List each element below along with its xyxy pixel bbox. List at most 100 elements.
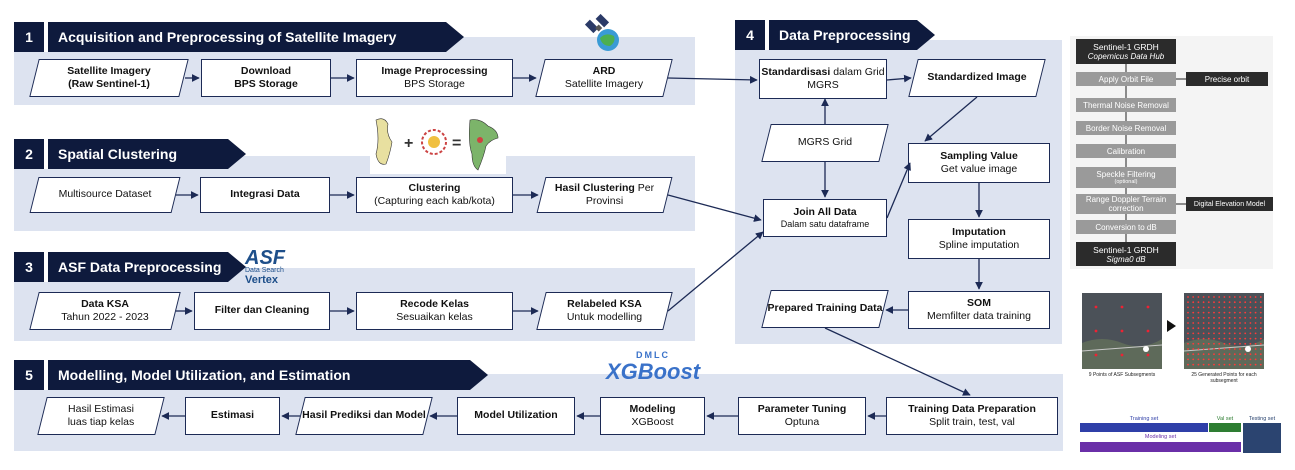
generated-point xyxy=(1249,332,1252,335)
generated-point xyxy=(1228,353,1231,356)
generated-point xyxy=(1218,322,1221,324)
generated-point xyxy=(1239,311,1241,314)
training-set-bar xyxy=(1080,423,1208,432)
node-image-preprocessing: Image Preprocessing BPS Storage xyxy=(356,59,513,97)
generated-point xyxy=(1207,296,1210,298)
gray-bottom-box: Sentinel-1 GRDH Sigma0 dB xyxy=(1076,242,1176,266)
generated-point xyxy=(1192,306,1195,309)
generated-point xyxy=(1213,342,1215,345)
generated-point xyxy=(1218,296,1221,298)
node-relabeled-ksa: Relabeled KSA Untuk modelling xyxy=(536,292,673,330)
generated-point xyxy=(1249,311,1252,314)
generated-point xyxy=(1197,358,1200,361)
generated-point xyxy=(1197,301,1200,304)
generated-point xyxy=(1197,306,1200,309)
generated-point xyxy=(1192,332,1195,335)
generated-point xyxy=(1239,327,1241,330)
generated-point xyxy=(1202,337,1205,340)
generated-point xyxy=(1223,301,1226,304)
generated-point xyxy=(1233,296,1236,298)
asf-logo-vertex: Vertex xyxy=(245,274,279,286)
node-som: SOM Memfilter data training xyxy=(908,291,1050,329)
generated-point xyxy=(1187,353,1189,356)
generated-point xyxy=(1197,332,1200,335)
generated-point xyxy=(1244,337,1247,340)
generated-point xyxy=(1228,337,1231,340)
generated-point xyxy=(1228,306,1231,309)
generated-point xyxy=(1192,296,1195,298)
generated-point xyxy=(1213,327,1215,330)
generated-point xyxy=(1244,301,1247,304)
val-set-label: Val set xyxy=(1216,416,1234,422)
generated-point xyxy=(1254,342,1257,345)
generated-point xyxy=(1202,348,1205,350)
generated-point xyxy=(1259,322,1262,324)
generated-point xyxy=(1197,296,1200,298)
satellite-icon xyxy=(584,14,619,51)
generated-point xyxy=(1233,348,1236,350)
generated-point xyxy=(1223,358,1226,361)
section-5-header: 5 Modelling, Model Utilization, and Esti… xyxy=(14,360,488,390)
generated-point xyxy=(1259,342,1262,345)
svg-text:=: = xyxy=(452,135,461,152)
generated-point xyxy=(1233,363,1236,366)
generated-point xyxy=(1202,301,1205,304)
generated-point xyxy=(1207,316,1210,319)
generated-point xyxy=(1254,348,1257,350)
generated-point xyxy=(1213,311,1215,314)
generated-point xyxy=(1228,301,1231,304)
training-set-label: Training set xyxy=(1129,416,1159,422)
node-satellite-imagery: Satellite Imagery (Raw Sentinel-1) xyxy=(29,59,189,97)
generated-point xyxy=(1202,306,1205,309)
generated-point xyxy=(1259,353,1262,356)
node-data-ksa: Data KSA Tahun 2022 - 2023 xyxy=(29,292,181,330)
generated-point xyxy=(1218,327,1221,330)
generated-point xyxy=(1244,306,1247,309)
generated-point xyxy=(1218,363,1221,366)
grid-caption-1: 9 Points of ASF Subsegments xyxy=(1088,372,1156,378)
generated-point xyxy=(1207,342,1210,345)
generated-point xyxy=(1244,327,1247,330)
node-join-all-data: Join All Data Dalam satu dataframe xyxy=(763,199,887,237)
xgboost-logo: DMLC XGBoost xyxy=(598,350,708,386)
generated-point xyxy=(1254,337,1257,340)
node-model-utilization: Model Utilization xyxy=(457,397,575,435)
generated-point xyxy=(1233,327,1236,330)
generated-point xyxy=(1213,301,1215,304)
generated-point xyxy=(1228,327,1231,330)
generated-point xyxy=(1207,363,1210,366)
generated-point xyxy=(1223,311,1226,314)
generated-point xyxy=(1218,348,1221,350)
generated-point xyxy=(1187,342,1189,345)
node-standardisasi: Standardisasi dalam Grid MGRS xyxy=(759,59,887,99)
generated-point xyxy=(1187,306,1189,309)
node-filter-cleaning: Filter dan Cleaning xyxy=(194,292,330,330)
gray-chart-lines xyxy=(1125,64,1186,242)
gray-side-orbit: Precise orbit xyxy=(1186,72,1268,86)
svg-text:+: + xyxy=(404,135,413,152)
node-prepared-training-data: Prepared Training Data xyxy=(761,290,889,328)
generated-point xyxy=(1254,332,1257,335)
node-integrasi-data: Integrasi Data xyxy=(200,177,330,213)
generated-point xyxy=(1207,306,1210,309)
generated-point xyxy=(1192,301,1195,304)
generated-point xyxy=(1218,332,1221,335)
generated-point xyxy=(1239,342,1241,345)
generated-point xyxy=(1187,337,1189,340)
generated-point xyxy=(1239,363,1241,366)
generated-point xyxy=(1218,301,1221,304)
generated-point xyxy=(1218,342,1221,345)
generated-point xyxy=(1228,316,1231,319)
generated-point xyxy=(1244,296,1247,298)
generated-point xyxy=(1254,311,1257,314)
generated-point xyxy=(1259,311,1262,314)
generated-point xyxy=(1197,322,1200,324)
generated-point xyxy=(1197,327,1200,330)
generated-point xyxy=(1254,353,1257,356)
gray-step-calibration: Calibration xyxy=(1076,144,1176,158)
generated-point xyxy=(1207,322,1210,324)
node-recode-kelas: Recode Kelas Sesuaikan kelas xyxy=(356,292,513,330)
generated-point xyxy=(1254,358,1257,361)
generated-point xyxy=(1244,353,1247,356)
generated-point xyxy=(1207,353,1210,356)
